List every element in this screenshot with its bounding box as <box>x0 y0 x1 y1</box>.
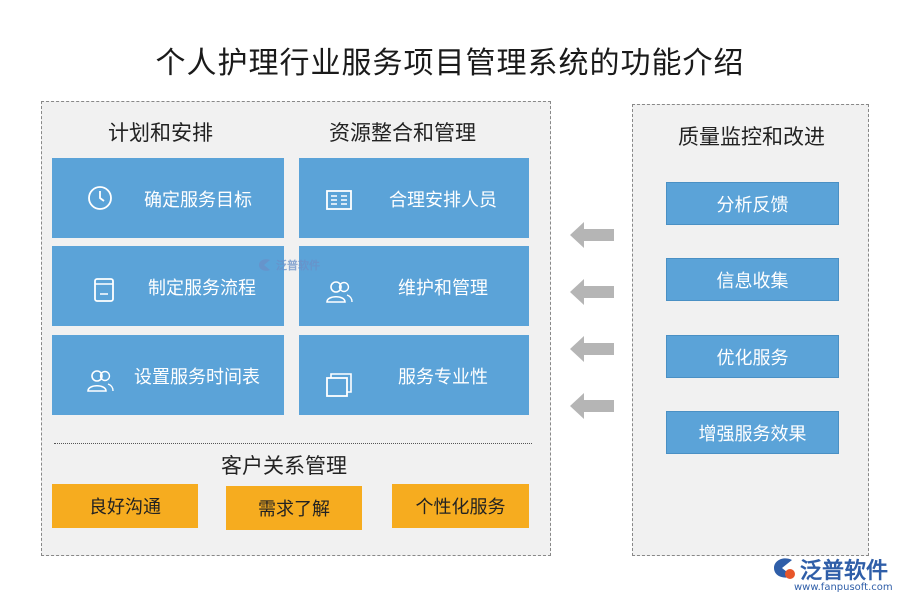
watermark-logo-icon <box>259 259 270 271</box>
quality-item-analyze-feedback[interactable]: 分析反馈 <box>666 182 839 225</box>
brand-logo: 泛普软件 www.fanpusoft.com <box>770 551 894 595</box>
document-icon <box>94 278 114 302</box>
clock-icon <box>88 186 112 210</box>
resource-item-2[interactable]: 维护和管理 <box>299 246 529 326</box>
crm-item-good-communication[interactable]: 良好沟通 <box>52 484 198 528</box>
page-title: 个人护理行业服务项目管理系统的功能介绍 <box>155 46 745 81</box>
watermark: 泛普软件 <box>256 256 320 274</box>
resource-item-label: 服务专业性 <box>398 367 488 388</box>
quality-column-title: 质量监控和改进 <box>678 125 825 149</box>
right-panel <box>632 104 869 556</box>
quality-item-enhance-effect[interactable]: 增强服务效果 <box>666 411 839 454</box>
planning-item-label: 设置服务时间表 <box>134 367 260 388</box>
planning-item-label: 确定服务目标 <box>144 190 252 211</box>
users-icon <box>326 281 353 303</box>
users-icon <box>87 370 114 392</box>
planning-column-title: 计划和安排 <box>108 121 213 145</box>
schedule-icon <box>326 190 352 210</box>
crm-item-personalized-service[interactable]: 个性化服务 <box>392 484 529 528</box>
cards-icon <box>326 373 352 397</box>
resource-item-1[interactable]: 合理安排人员 <box>299 158 529 238</box>
crm-item-understand-needs[interactable]: 需求了解 <box>226 486 362 530</box>
section-divider <box>54 443 532 444</box>
left-arrow-icon <box>570 393 614 419</box>
resource-item-label: 维护和管理 <box>398 278 488 299</box>
planning-item-1[interactable]: 确定服务目标 <box>52 158 284 238</box>
quality-item-optimize-service[interactable]: 优化服务 <box>666 335 839 378</box>
left-arrow-icon <box>570 279 614 305</box>
quality-item-collect-info[interactable]: 信息收集 <box>666 258 839 301</box>
resource-item-label: 合理安排人员 <box>389 190 497 211</box>
resource-column-title: 资源整合和管理 <box>329 121 476 145</box>
crm-section-title: 客户关系管理 <box>221 454 347 478</box>
brand-logo-icon <box>774 558 795 579</box>
planning-item-2[interactable]: 制定服务流程 <box>52 246 284 326</box>
resource-item-3[interactable]: 服务专业性 <box>299 335 529 415</box>
left-arrow-icon <box>570 336 614 362</box>
planning-item-3[interactable]: 设置服务时间表 <box>52 335 284 415</box>
left-arrow-icon <box>570 222 614 248</box>
brand-logo-name: 泛普软件 <box>800 559 889 584</box>
planning-item-label: 制定服务流程 <box>148 278 256 299</box>
watermark-text: 泛普软件 <box>276 259 320 272</box>
brand-logo-url: www.fanpusoft.com <box>794 582 893 593</box>
